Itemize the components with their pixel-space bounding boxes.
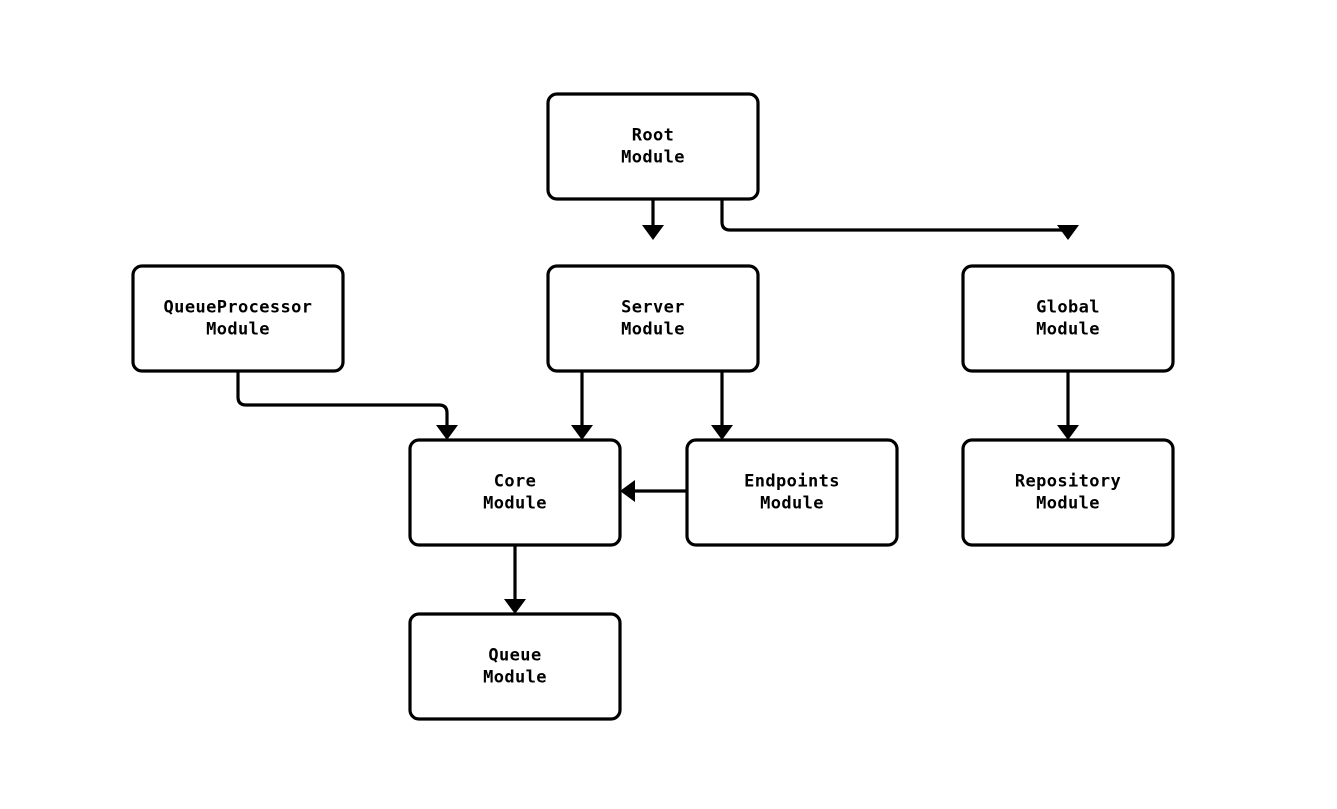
node-box[interactable] — [546, 264, 760, 373]
arrow-head-icon — [642, 225, 664, 240]
node-label-secondary: Module — [483, 668, 547, 688]
arrow-head-icon — [504, 599, 526, 614]
node-label-primary: Global — [1036, 298, 1100, 318]
node-box[interactable] — [131, 264, 345, 373]
edge-global-to-repository — [1057, 371, 1079, 440]
node-label-secondary: Module — [483, 494, 547, 514]
arrow-head-icon — [436, 425, 458, 440]
node-box[interactable] — [961, 264, 1175, 373]
edge-server-to-endpoints — [711, 371, 733, 440]
node-label-secondary: Module — [1036, 320, 1100, 340]
node-label-secondary: Module — [760, 494, 824, 514]
node-box[interactable] — [408, 438, 622, 547]
edge-line — [720, 199, 1070, 239]
edges-layer — [236, 199, 1079, 614]
node-label-secondary: Module — [1036, 494, 1100, 514]
node-label-secondary: Module — [621, 148, 685, 168]
node-label-primary: Server — [621, 298, 685, 318]
nodes-layer: RootModuleQueueProcessorModuleServerModu… — [131, 92, 1175, 721]
edge-core-to-queue — [504, 545, 526, 614]
arrow-head-icon — [1057, 425, 1079, 440]
arrow-head-icon — [571, 425, 593, 440]
node-label-secondary: Module — [206, 320, 270, 340]
edge-queueprocessor-to-core — [236, 371, 458, 440]
node-label-primary: Root — [632, 126, 675, 146]
arrow-head-icon — [711, 425, 733, 440]
node-label-primary: Endpoints — [744, 472, 840, 492]
node-label-secondary: Module — [621, 320, 685, 340]
node-box[interactable] — [685, 438, 899, 547]
node-label-primary: Repository — [1015, 472, 1121, 492]
node-label-primary: Queue — [488, 646, 541, 666]
node-box[interactable] — [408, 612, 622, 721]
edge-endpoints-to-core — [620, 480, 687, 502]
edge-root-to-global — [720, 199, 1079, 240]
node-box[interactable] — [961, 438, 1175, 547]
edge-root-to-server — [642, 199, 664, 240]
arrow-head-icon — [1057, 225, 1079, 240]
edge-line — [236, 371, 449, 426]
node-label-primary: QueueProcessor — [164, 298, 313, 318]
node-box[interactable] — [546, 92, 760, 201]
arrow-head-icon — [620, 480, 635, 502]
edge-server-to-core — [571, 371, 593, 440]
node-label-primary: Core — [494, 472, 537, 492]
